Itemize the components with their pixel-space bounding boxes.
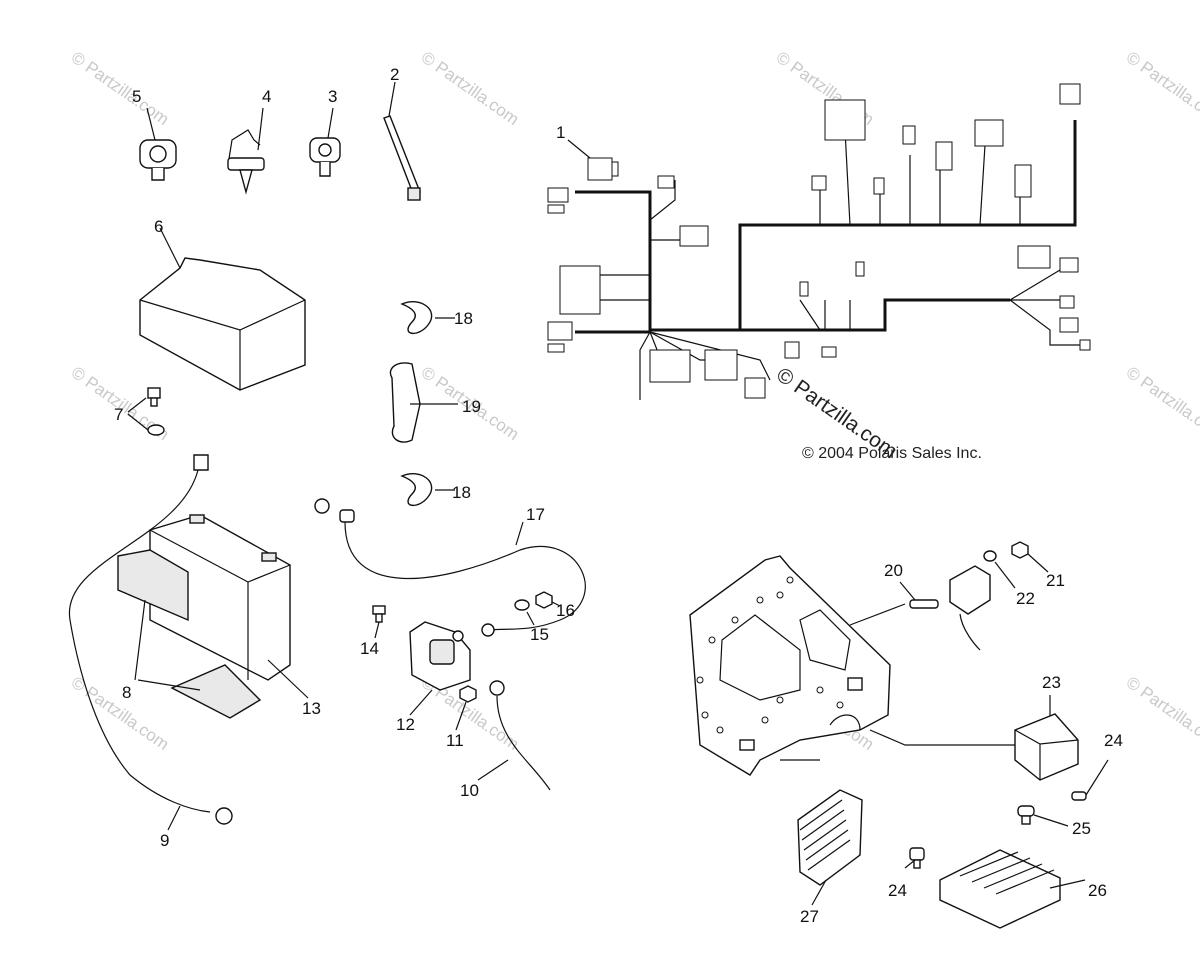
part-5-clamp: [139, 107, 177, 181]
callout-7: 7: [114, 405, 123, 424]
part-1-wiring-harness: [547, 83, 1091, 400]
part-14-bolt: [372, 605, 386, 639]
part-22-washer: [983, 550, 1016, 589]
callout-1: 1: [556, 123, 565, 142]
part-26-regulator: [939, 849, 1086, 929]
callout-18-bottom: 18: [452, 483, 471, 502]
part-15-washer: [514, 599, 535, 626]
callout-2: 2: [390, 65, 399, 84]
callout-24-top: 24: [1104, 731, 1123, 750]
callout-27: 27: [800, 907, 819, 926]
part-10-cable: [477, 680, 551, 791]
callout-labels: 1 2 3 4 5 6 7 8 9 10 11 12 13 14 15 16 1…: [114, 65, 1123, 926]
part-21-nut: [1011, 541, 1049, 573]
part-24-screw-top: [1071, 759, 1109, 801]
callout-17: 17: [526, 505, 545, 524]
part-17-cable: [314, 498, 586, 637]
part-13-battery: [149, 514, 309, 699]
part-16-nut: [535, 591, 561, 609]
part-20-pin: [899, 581, 939, 609]
callout-25: 25: [1072, 819, 1091, 838]
callout-18-top: 18: [454, 309, 473, 328]
callout-6: 6: [154, 217, 163, 236]
callout-16: 16: [556, 601, 575, 620]
callout-26: 26: [1088, 881, 1107, 900]
callout-12: 12: [396, 715, 415, 734]
callout-5: 5: [132, 87, 141, 106]
callout-23: 23: [1042, 673, 1061, 692]
part-9-ground-cable: [68, 454, 233, 831]
part-6-battery-cover: [139, 227, 306, 391]
part-18-spacer-top: [400, 301, 455, 334]
part-23-module: [1014, 695, 1079, 781]
watermark: © Partzilla.com: [68, 48, 173, 129]
ignition-coil: [949, 565, 991, 651]
part-12-solenoid: [409, 621, 471, 716]
part-18-spacer-bottom: [400, 473, 455, 506]
watermark: © Partzilla.com: [418, 48, 523, 129]
callout-8: 8: [122, 683, 131, 702]
part-24-screw-bottom: [904, 847, 925, 869]
callout-3: 3: [328, 87, 337, 106]
part-2-cable-tie: [383, 81, 421, 201]
part-19-link: [389, 362, 458, 443]
callout-13: 13: [302, 699, 321, 718]
watermark: © Partzilla.com: [1123, 48, 1200, 129]
part-3-clamp: [309, 107, 341, 177]
watermark: © Partzilla.com: [1123, 363, 1200, 444]
copyright-notice: © 2004 Polaris Sales Inc.: [802, 445, 982, 462]
callout-15: 15: [530, 625, 549, 644]
callout-9: 9: [160, 831, 169, 850]
callout-22: 22: [1016, 589, 1035, 608]
part-8-pads: [117, 549, 262, 719]
mounting-plate: [689, 555, 1015, 776]
part-27-regulator: [797, 789, 863, 906]
callout-4: 4: [262, 87, 271, 106]
part-4-clip: [227, 107, 265, 195]
callout-20: 20: [884, 561, 903, 580]
part-11-nut: [455, 685, 477, 731]
callout-10: 10: [460, 781, 479, 800]
callout-14: 14: [360, 639, 379, 658]
callout-19: 19: [462, 397, 481, 416]
part-7-bolt-washer: [127, 387, 165, 436]
part-25-screw: [1017, 805, 1069, 827]
callout-11: 11: [446, 731, 464, 750]
callout-24-bottom: 24: [888, 881, 907, 900]
callout-21: 21: [1046, 571, 1065, 590]
watermark: © Partzilla.com: [1123, 673, 1200, 754]
watermark: © Partzilla.com: [68, 673, 173, 754]
